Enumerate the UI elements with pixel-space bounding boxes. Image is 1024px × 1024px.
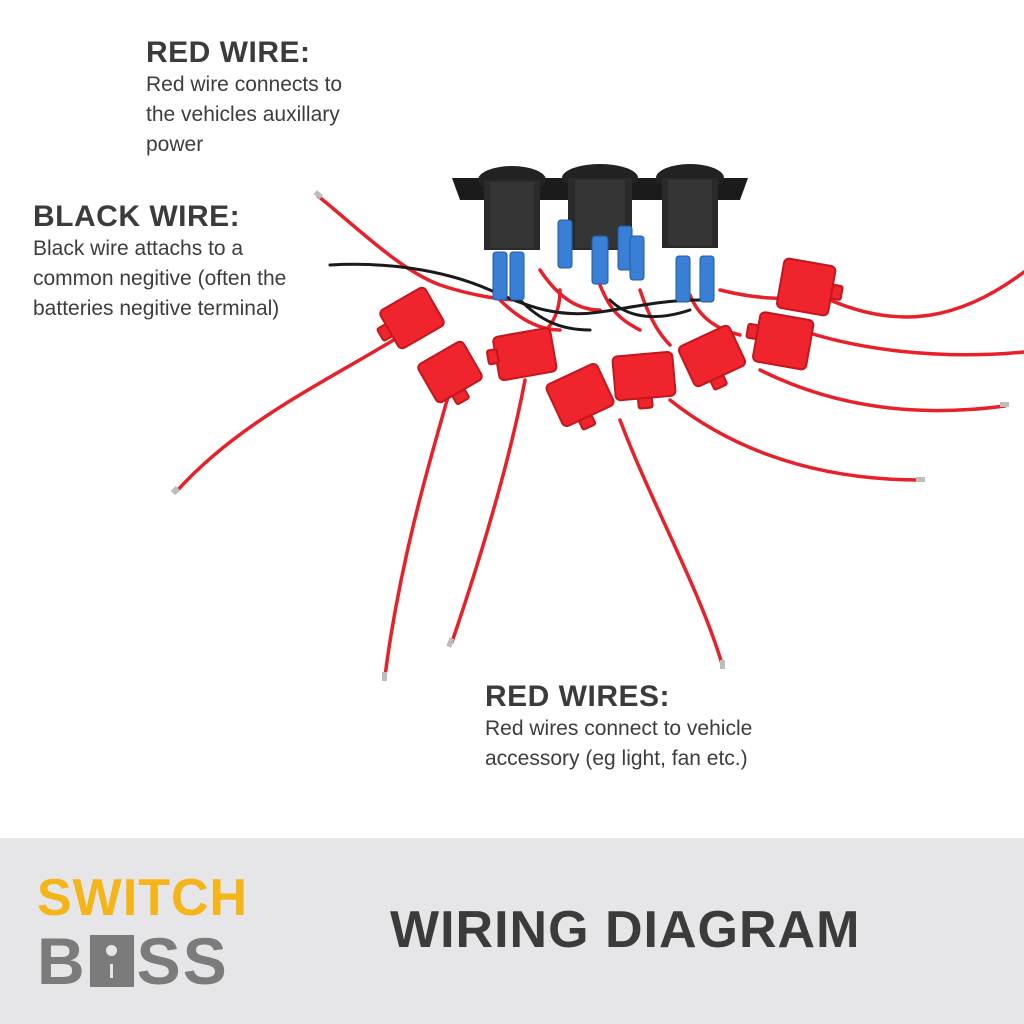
red-wires-description: Red wires connect to vehicle accessory (… [485, 717, 753, 770]
red-wire-description: Red wire connects to the vehicles auxill… [146, 73, 343, 156]
fuse-holder [545, 362, 615, 431]
fuse-holder [485, 327, 558, 382]
page-title: WIRING DIAGRAM [390, 901, 861, 959]
logo-boss-text: B SS [37, 924, 229, 998]
fuse-holder [776, 257, 844, 317]
red-wires-title: RED WIRES: [485, 680, 670, 713]
toggle-switch-icon [89, 935, 134, 987]
switch-boss-logo: SWITCH B SS [37, 868, 267, 998]
fuse-holder [376, 286, 445, 350]
blue-connector [675, 255, 691, 303]
blue-connector [591, 235, 609, 285]
socket-right [656, 164, 724, 248]
switch-panel [452, 164, 748, 250]
black-wire-title: BLACK WIRE: [33, 200, 241, 233]
blue-connector [699, 255, 715, 303]
red-wire-out-2 [383, 388, 452, 678]
footer-banner: SWITCH B SS WIRING DIAGRAM [0, 838, 1024, 1024]
blue-connector [557, 219, 573, 269]
red-wires-label: RED WIRES: Red wires connect to vehicle … [485, 680, 805, 774]
red-wire-out-3 [450, 378, 527, 644]
blue-connector [629, 235, 645, 281]
red-wire-title: RED WIRE: [146, 36, 311, 69]
red-wire-out-5 [668, 398, 922, 482]
fuse-holder [745, 311, 815, 371]
red-wire-label: RED WIRE: Red wire connects to the vehic… [146, 36, 406, 160]
black-wire-description: Black wire attachs to a common negitive … [33, 237, 287, 320]
logo-switch-text: SWITCH [37, 869, 249, 927]
black-wire [328, 262, 702, 316]
black-wire-label: BLACK WIRE: Black wire attachs to a comm… [33, 200, 333, 324]
socket-left [478, 166, 546, 250]
fuse-holder [677, 324, 747, 391]
red-wire-out-1 [174, 328, 412, 494]
fuse-holder [611, 350, 677, 410]
red-wire-out-7 [798, 328, 1024, 357]
blue-connector [492, 251, 508, 301]
fuse-holder [417, 340, 483, 405]
red-wire-out-4 [618, 418, 724, 666]
red-wire-out-8 [828, 270, 1024, 319]
red-wire-out-6 [758, 368, 1007, 413]
blue-connector [509, 251, 525, 301]
wiring-illustration [170, 164, 1024, 681]
